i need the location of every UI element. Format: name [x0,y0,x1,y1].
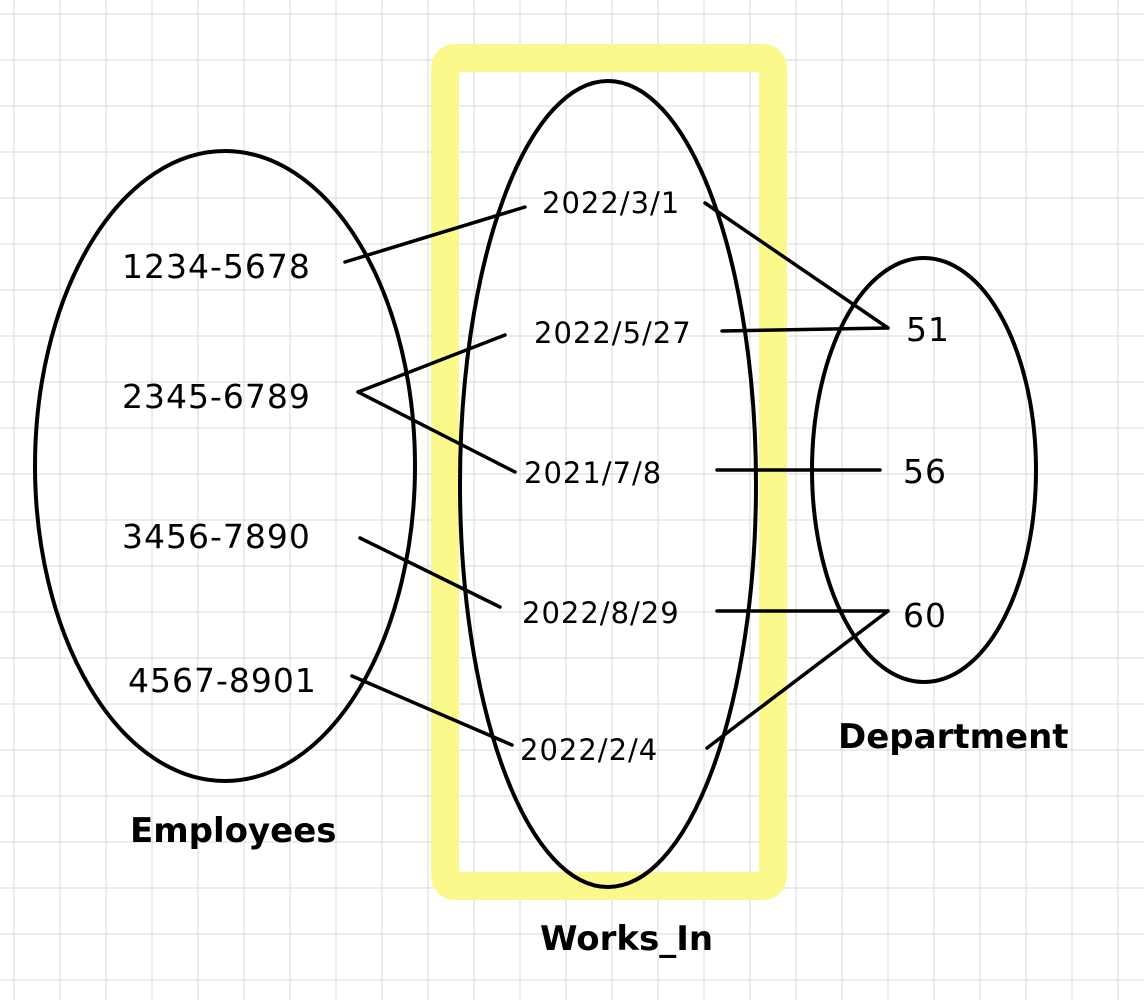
department-id: 60 [903,596,947,635]
employees-ellipse [33,149,417,783]
link-2345-6789-to-2021-7-8 [356,390,517,474]
link-2022-2-4-to-60 [705,609,890,750]
works-in-date: 2022/3/1 [542,186,680,220]
link-2345-6789-to-2022-5-27 [356,333,507,394]
link-2022-3-1-to-51 [703,201,890,330]
mapping-lines [343,201,890,750]
works-in-caption: Works_In [540,919,713,959]
link-3456-7890-to-2022-8-29 [358,536,502,609]
employees-caption: Employees [130,811,337,851]
employees-items: 1234-5678 2345-6789 3456-7890 4567-8901 [122,247,317,700]
department-id: 51 [906,310,950,349]
works-in-date: 2022/2/4 [520,733,658,767]
employee-id: 3456-7890 [122,517,311,556]
link-2022-5-27-to-51 [720,326,890,333]
works-in-date: 2022/8/29 [522,596,680,630]
employee-id: 1234-5678 [122,247,311,286]
link-1234-5678-to-2022-3-1 [343,205,527,264]
works-in-items: 2022/3/1 2022/5/27 2021/7/8 2022/8/29 20… [520,186,692,767]
employee-id: 2345-6789 [122,377,311,416]
department-id: 56 [903,452,947,491]
department-items: 51 56 60 [903,310,950,635]
works-in-date: 2021/7/8 [524,456,662,490]
works-in-ellipse [458,79,758,889]
works-in-date: 2022/5/27 [534,316,692,350]
department-caption: Department [838,717,1069,757]
employee-id: 4567-8901 [128,661,317,700]
link-4567-8901-to-2022-2-4 [350,674,514,747]
